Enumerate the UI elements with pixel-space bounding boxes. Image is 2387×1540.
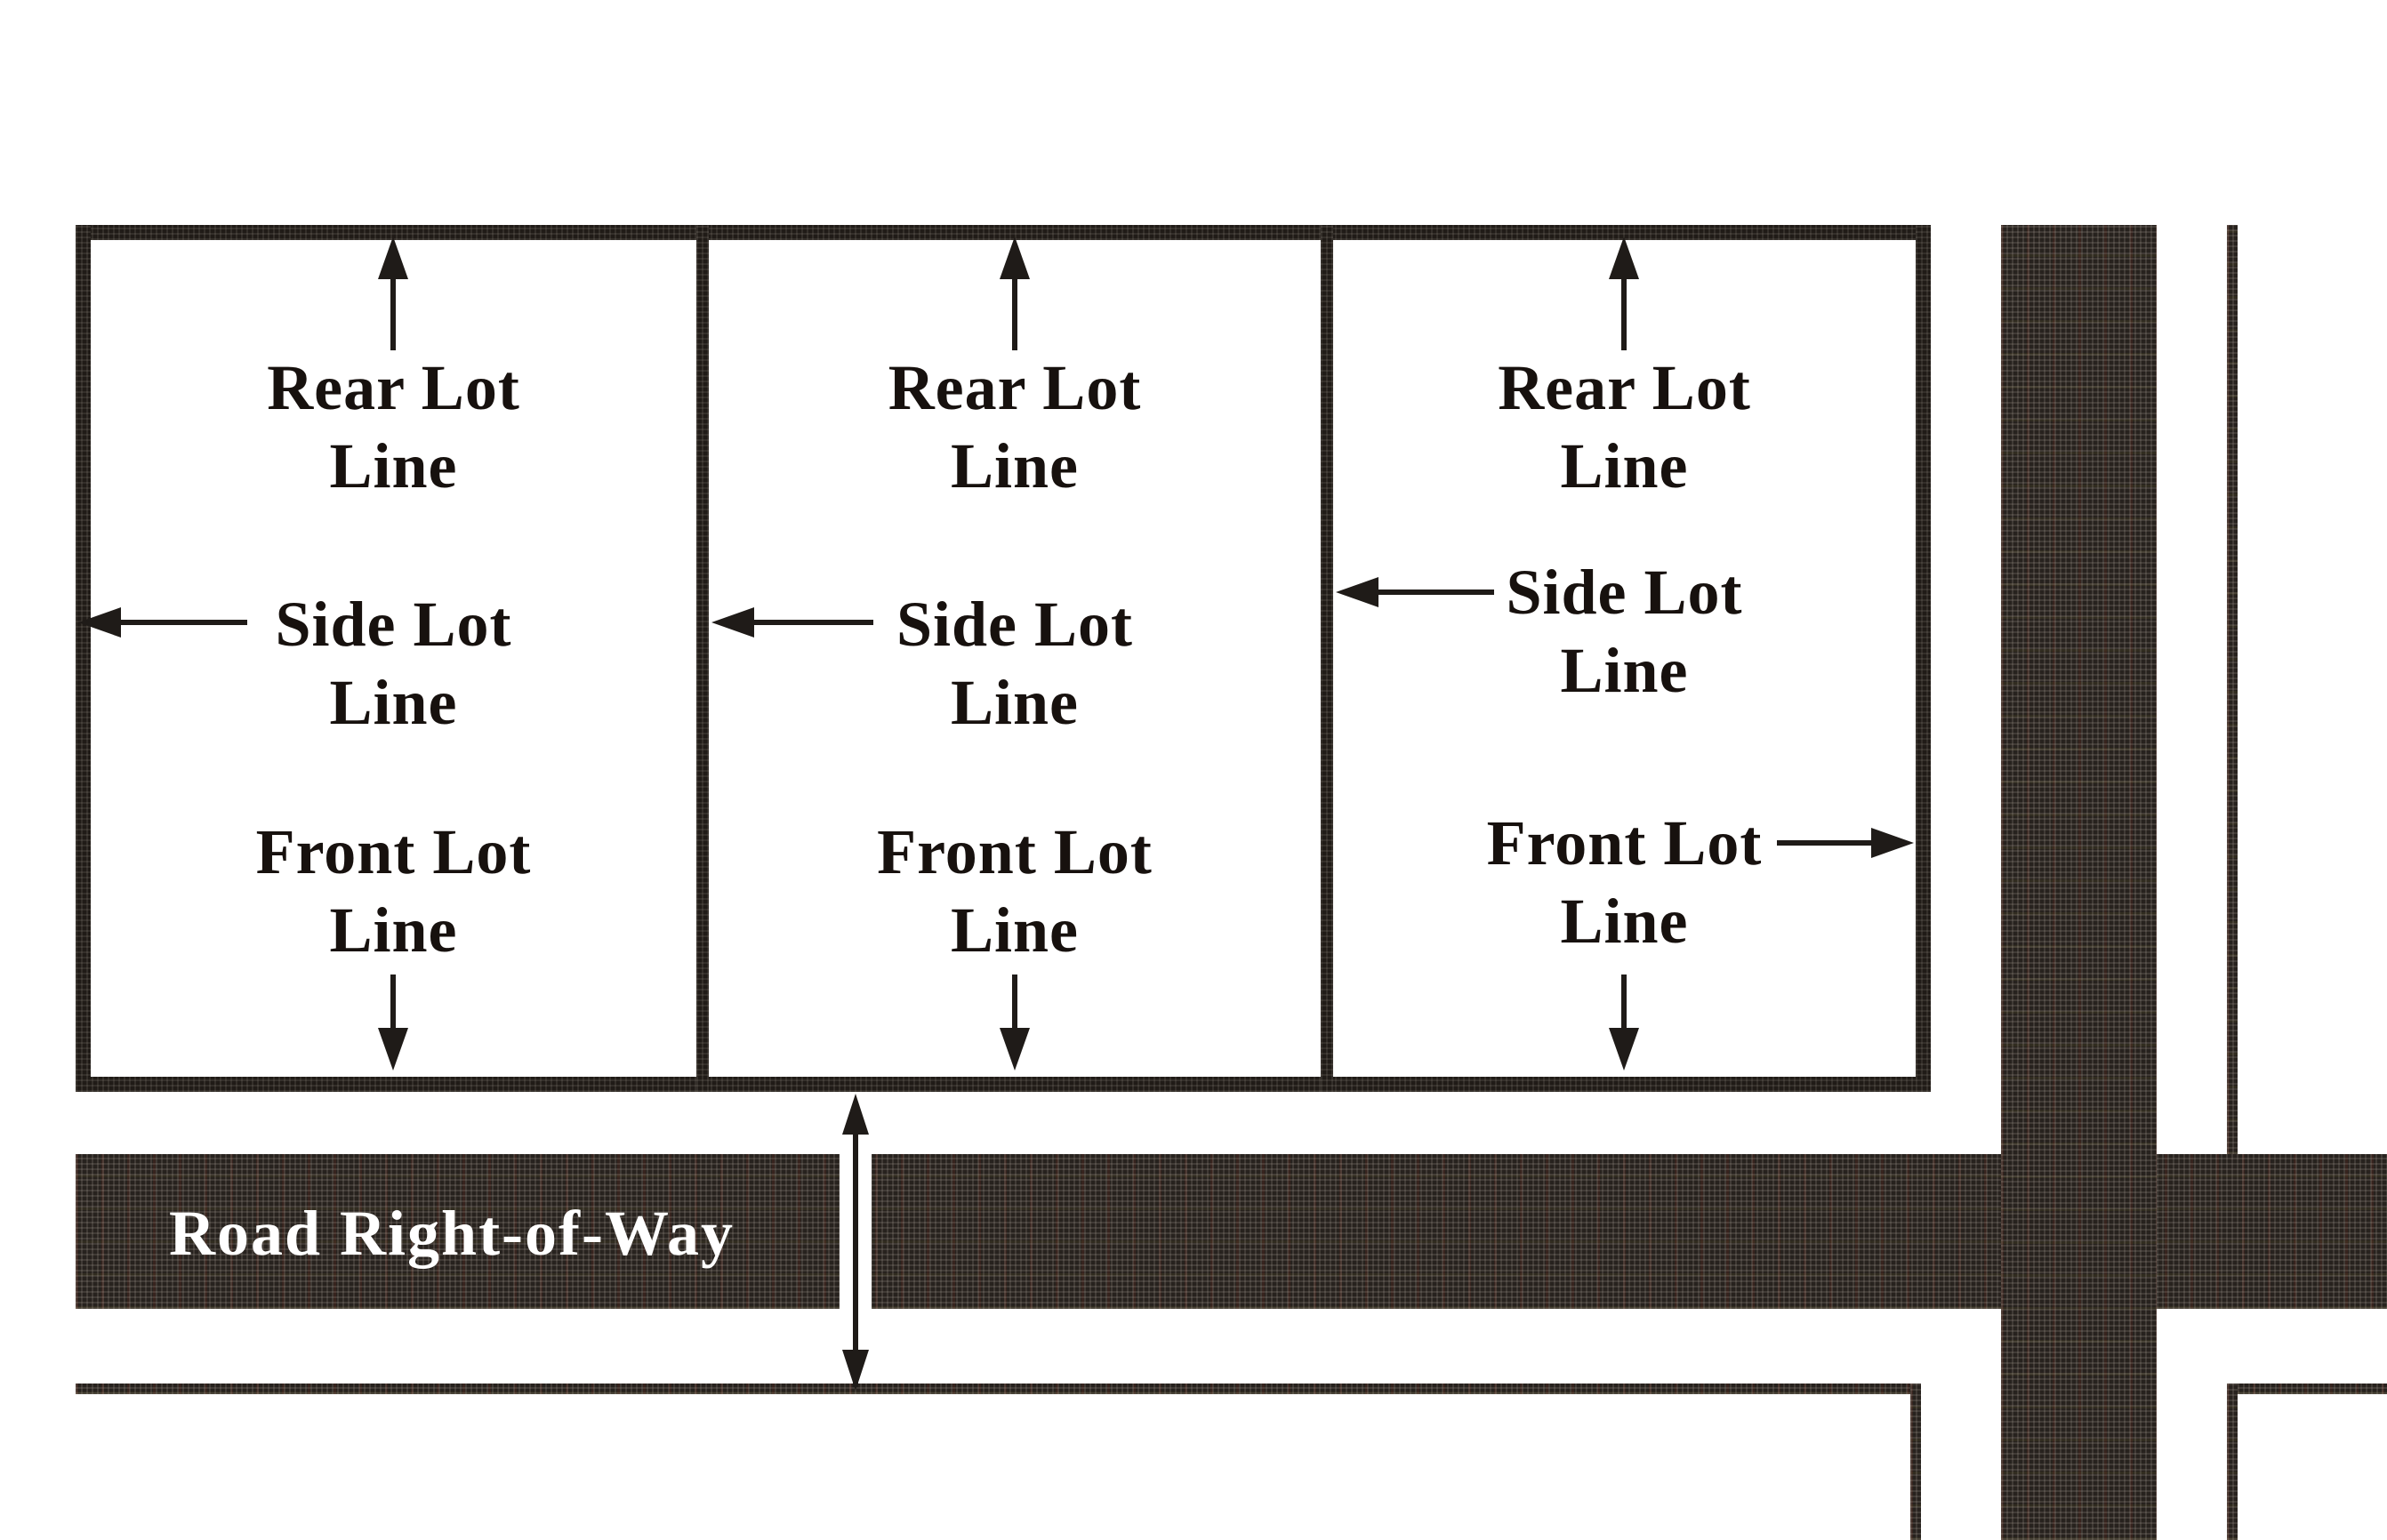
rear-lot-boundary-line (76, 225, 1931, 240)
road-right-of-way-label: Road Right-of-Way (169, 1198, 735, 1269)
lot3-side-lot-line-label: Side Lot Line (1506, 557, 1743, 706)
up-arrow-icon (1000, 237, 1030, 279)
left-arrow-shaft (749, 620, 873, 625)
lot1-front-lot-line-label: Front Lot Line (255, 816, 532, 966)
lot3-rear-lot-line-label: Rear Lot Line (1498, 352, 1751, 501)
up-arrow-shaft (1012, 276, 1017, 350)
measure-arrow-shaft (853, 1110, 858, 1387)
right-of-way-line-south-east (2227, 1384, 2387, 1394)
up-arrow-shaft (1621, 276, 1627, 350)
left-arrow-icon (78, 607, 121, 638)
lot1-side-lot-line-label: Side Lot Line (275, 589, 512, 738)
down-arrow-shaft (1621, 975, 1627, 1031)
left-arrow-shaft (116, 620, 247, 625)
right-of-way-line-east-of-cross-road-lower (2227, 1384, 2238, 1540)
lot3-front-lot-line-label: Front Lot Line (1486, 807, 1763, 957)
side-lot-divider-2 (1321, 225, 1333, 1092)
up-arrow-icon (1609, 237, 1639, 279)
side-lot-divider-1 (696, 225, 709, 1092)
up-arrow-icon (378, 237, 408, 279)
front-lot-boundary-line (76, 1077, 1931, 1092)
right-of-way-line-east-of-cross-road-upper (2227, 225, 2238, 1154)
right-arrow-icon (1871, 828, 1914, 858)
right-of-way-line-west-of-cross-road (1910, 1384, 1921, 1540)
down-arrow-icon (378, 1028, 408, 1071)
down-arrow-shaft (390, 975, 396, 1031)
right-of-way-line-south (76, 1384, 1921, 1394)
left-arrow-icon (1336, 577, 1378, 607)
lot-boundary-west (76, 225, 91, 1092)
left-arrow-shaft (1373, 590, 1494, 595)
up-arrow-shaft (390, 276, 396, 350)
down-arrow-icon (1000, 1028, 1030, 1071)
cross-road-band (2001, 225, 2157, 1540)
down-arrow-shaft (1012, 975, 1017, 1031)
left-arrow-icon (711, 607, 754, 638)
measure-arrow-down-icon (842, 1350, 869, 1391)
lot2-rear-lot-line-label: Rear Lot Line (888, 352, 1142, 501)
down-arrow-icon (1609, 1028, 1639, 1071)
lot1-rear-lot-line-label: Rear Lot Line (267, 352, 520, 501)
lot2-front-lot-line-label: Front Lot Line (877, 816, 1153, 966)
lot-boundary-east (1916, 225, 1931, 1092)
right-arrow-shaft (1777, 840, 1875, 846)
lot2-side-lot-line-label: Side Lot Line (896, 589, 1134, 738)
